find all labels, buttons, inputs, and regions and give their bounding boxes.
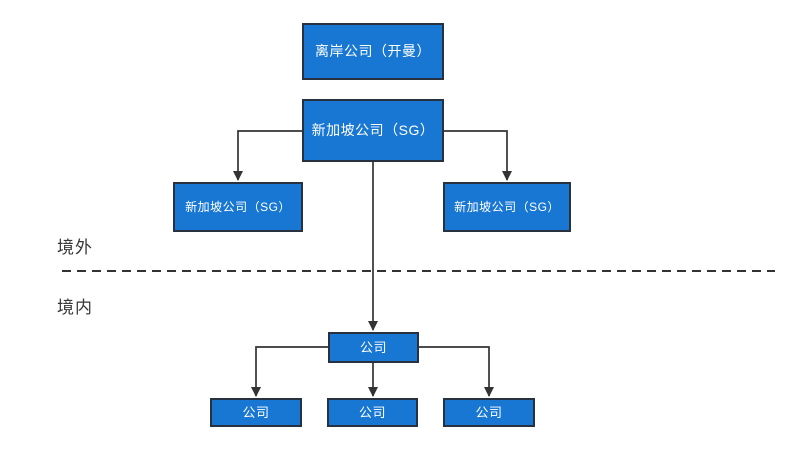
node-domestic-parent-company-label: 公司 bbox=[359, 339, 387, 355]
node-domestic-subsidiary-2: 公司 bbox=[327, 398, 418, 427]
node-sg-subsidiary-left-label: 新加坡公司（SG） bbox=[185, 199, 291, 214]
node-offshore-company: 离岸公司（开曼） bbox=[302, 23, 444, 80]
node-sg-subsidiary-right: 新加坡公司（SG） bbox=[443, 182, 571, 232]
node-sg-subsidiary-left: 新加坡公司（SG） bbox=[173, 182, 303, 232]
node-sg-parent-company-label: 新加坡公司（SG） bbox=[311, 122, 435, 139]
connector-sg-parent-to-right bbox=[444, 130, 512, 181]
node-domestic-subsidiary-3-label: 公司 bbox=[475, 404, 503, 420]
connector-domestic-to-sub1 bbox=[251, 346, 328, 397]
label-onshore-region: 境内 bbox=[57, 298, 93, 317]
connector-sg-parent-to-left bbox=[233, 130, 302, 181]
node-domestic-parent-company: 公司 bbox=[328, 332, 419, 363]
node-domestic-subsidiary-2-label: 公司 bbox=[358, 404, 386, 420]
node-domestic-subsidiary-3: 公司 bbox=[443, 398, 535, 427]
node-domestic-subsidiary-1: 公司 bbox=[210, 398, 302, 427]
node-offshore-company-label: 离岸公司（开曼） bbox=[315, 43, 431, 60]
node-sg-parent-company: 新加坡公司（SG） bbox=[302, 99, 444, 162]
node-sg-subsidiary-right-label: 新加坡公司（SG） bbox=[454, 199, 560, 214]
label-offshore-region: 境外 bbox=[57, 238, 93, 257]
node-domestic-subsidiary-1-label: 公司 bbox=[242, 404, 270, 420]
connector-domestic-to-sub3 bbox=[419, 346, 494, 397]
